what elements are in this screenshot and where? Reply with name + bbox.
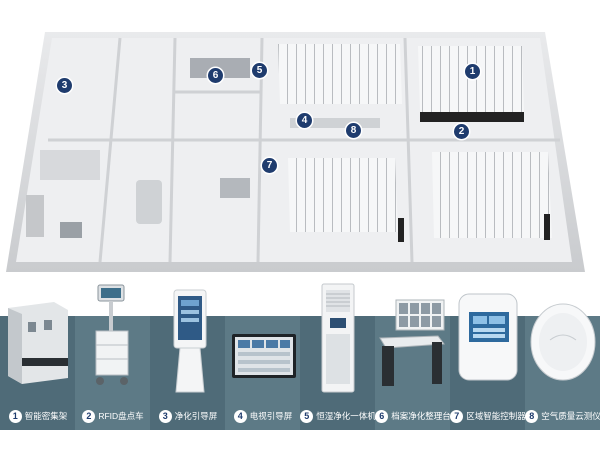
mobile-shelving-icon [8,302,68,384]
rfid-cart-icon [95,284,129,385]
product-label: 档案净化整理台 [391,411,451,421]
product-label: RFID盘点车 [98,411,144,421]
product-number: 5 [300,409,314,423]
product-label: 智能密集架 [24,411,68,421]
product-number: 4 [233,409,247,423]
product-number: 1 [8,409,22,423]
product-number: 7 [450,409,464,423]
air-sensor-icon [530,303,596,381]
product-card-7[interactable]: 7 区域智能控制器 [450,316,526,430]
product-card-4[interactable]: 4 电视引导屏 [227,316,299,430]
floor-plan: 1 2 3 4 5 6 7 8 [6,32,585,272]
plan-marker-1[interactable]: 1 [465,64,480,79]
product-label: 区域智能控制器 [466,411,526,421]
product-card-5[interactable]: 5 恒湿净化一体机 [300,316,376,430]
plan-marker-4[interactable]: 4 [297,113,312,128]
product-card-3[interactable]: 3 净化引导屏 [152,316,224,430]
product-label: 净化引导屏 [174,411,218,421]
floor-plan-drawing [6,32,585,272]
product-card-8[interactable]: 8 空气质量云测仪 [525,316,600,430]
plan-marker-2[interactable]: 2 [454,124,469,139]
workstation-icon [379,299,445,386]
product-card-6[interactable]: 6 档案净化整理台 [375,316,451,430]
plan-marker-6[interactable]: 6 [208,68,223,83]
controller-icon [458,293,518,381]
product-card-1[interactable]: 1 智能密集架 [2,316,74,430]
kiosk-screen-icon [173,289,207,393]
product-number: 3 [158,409,172,423]
humidifier-icon [321,283,355,393]
plan-marker-8[interactable]: 8 [346,123,361,138]
plan-marker-5[interactable]: 5 [252,63,267,78]
tv-screen-icon [232,334,296,378]
product-number: 8 [525,409,539,423]
plan-marker-3[interactable]: 3 [57,78,72,93]
product-number: 6 [375,409,389,423]
product-label: 空气质量云测仪 [541,411,600,421]
product-label: 电视引导屏 [249,411,293,421]
product-card-2[interactable]: 2 RFID盘点车 [77,316,149,430]
product-label: 恒湿净化一体机 [316,411,376,421]
product-number: 2 [82,409,96,423]
plan-marker-7[interactable]: 7 [262,158,277,173]
